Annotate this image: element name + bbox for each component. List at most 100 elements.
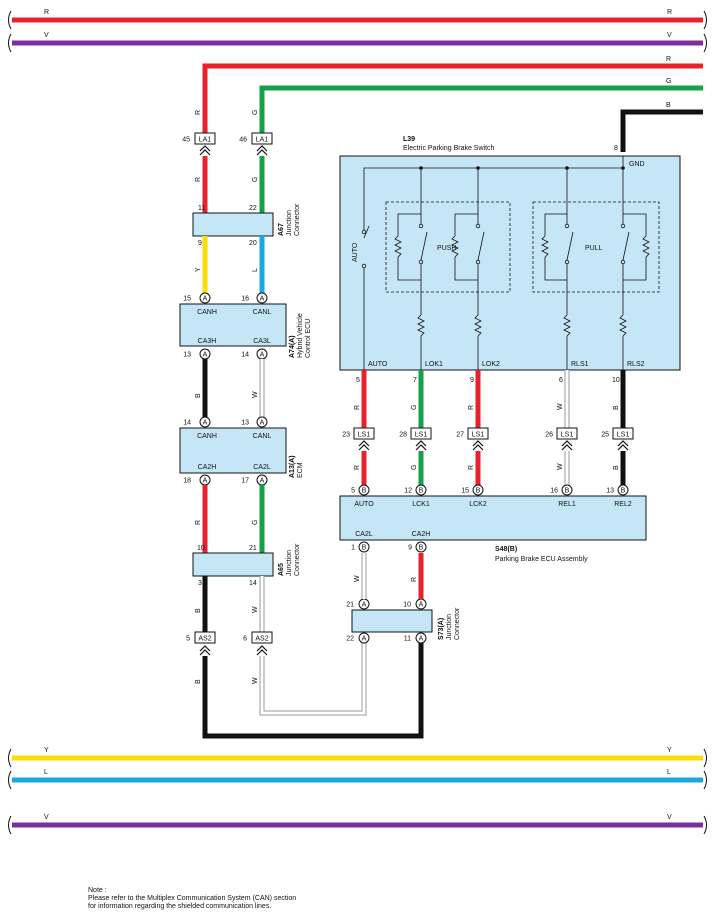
ecu-a13: A A 14 13 CANH CANL CA2H CA2L A A 18 17 … [179,416,304,486]
svg-text:R: R [354,405,361,410]
bus-top-v: V V [8,32,707,53]
svg-text:A: A [260,352,265,359]
svg-text:A67: A67 [278,223,285,236]
svg-text:G: G [411,465,418,470]
bus-bottom-v: V V [8,814,707,835]
svg-text:R: R [468,405,475,410]
svg-text:LCK1: LCK1 [412,501,430,508]
svg-text:A: A [260,296,265,303]
bus-label: R [667,9,672,16]
svg-text:B: B [362,488,367,495]
svg-text:B: B [613,465,620,470]
svg-text:Parking Brake ECU Assembly: Parking Brake ECU Assembly [495,556,588,563]
svg-text:R: R [195,520,202,525]
svg-text:LS1: LS1 [617,432,630,439]
svg-text:AUTO: AUTO [352,242,359,262]
svg-text:Y: Y [667,747,672,754]
bus-bottom-l: L L [8,769,707,790]
svg-text:RLS2: RLS2 [627,361,645,368]
svg-text:A: A [203,420,208,427]
wire-label: R [666,56,671,63]
svg-text:CA2H: CA2H [198,464,217,471]
wire-label: B [666,102,671,109]
svg-text:L: L [252,268,259,272]
l39-ls1-wires: R G R W B [354,370,626,428]
svg-text:CANL: CANL [253,433,272,440]
svg-text:ECM: ECM [297,462,304,478]
svg-text:REL1: REL1 [558,501,576,508]
svg-text:6: 6 [559,377,563,384]
svg-text:26: 26 [545,432,553,439]
junction-a65: 10 21 3 14 A65 Junction Connector [192,543,301,587]
bus-label: R [44,9,49,16]
svg-text:21: 21 [346,602,354,609]
ecu-a74: A A 15 16 CANH CANL CA3H CA3L A A 13 14 … [179,292,312,360]
svg-text:W: W [557,463,564,470]
connector-as2: AS2 5 AS2 6 [186,631,273,656]
svg-text:B: B [362,545,367,552]
svg-text:Connector: Connector [294,203,301,236]
ls1-s48-wires: R G R W B [354,451,626,485]
svg-text:LCK2: LCK2 [469,501,487,508]
svg-text:R: R [411,577,418,582]
svg-text:B: B [476,488,481,495]
svg-text:B: B [621,488,626,495]
svg-text:5: 5 [356,377,360,384]
wire-label: G [666,78,671,85]
ecu-s48: B B B B B 5 12 15 16 13 AUTO LCK1 LCK2 R… [339,484,647,563]
svg-text:LS1: LS1 [561,432,574,439]
svg-text:10: 10 [403,602,411,609]
svg-text:A65: A65 [278,563,285,576]
bus-top-r: R R [8,9,707,30]
svg-text:R: R [354,465,361,470]
svg-text:3: 3 [198,580,202,587]
svg-text:AS2: AS2 [198,636,211,643]
note-line: for information regarding the shielded c… [88,903,272,910]
svg-text:14: 14 [249,580,257,587]
svg-text:21: 21 [249,545,257,552]
svg-text:23: 23 [342,432,350,439]
svg-text:W: W [252,606,259,613]
svg-text:RLS1: RLS1 [571,361,589,368]
svg-text:Junction: Junction [446,614,453,640]
svg-text:B: B [419,545,424,552]
svg-text:22: 22 [249,205,257,212]
svg-text:13: 13 [183,352,191,359]
svg-text:CA3H: CA3H [198,338,217,345]
svg-text:22: 22 [346,636,354,643]
note-text: Note : Please refer to the Multiplex Com… [88,887,296,911]
feed-wires: R G B R G [195,56,703,152]
svg-text:17: 17 [241,478,249,485]
svg-text:PULL: PULL [585,245,603,252]
svg-text:L: L [667,769,671,776]
svg-text:13: 13 [606,488,614,495]
note-heading: Note : [88,887,107,894]
bus-bottom-y: Y Y [8,747,707,768]
svg-text:11: 11 [404,636,411,643]
svg-text:Junction: Junction [286,550,293,576]
svg-text:A: A [203,352,208,359]
svg-text:G: G [252,177,259,182]
svg-text:B: B [419,488,424,495]
svg-text:LS1: LS1 [358,432,371,439]
svg-text:B: B [195,393,202,398]
svg-text:LS1: LS1 [415,432,428,439]
svg-text:A: A [419,636,424,643]
svg-text:W: W [252,391,259,398]
svg-text:46: 46 [239,137,247,144]
svg-text:LA1: LA1 [256,137,269,144]
connector-ls1: LS1 LS1 LS1 LS1 LS1 23 28 27 26 25 [342,427,634,451]
junction-a67: 11 22 9 20 A67 Junction Connector [192,203,301,247]
svg-text:A74(A): A74(A) [289,335,296,358]
svg-text:L: L [44,769,48,776]
svg-text:W: W [252,677,259,684]
svg-text:LS1: LS1 [472,432,485,439]
svg-text:G: G [252,110,259,115]
svg-text:B: B [565,488,570,495]
svg-text:LOK2: LOK2 [482,361,500,368]
switch-l39: L39 Electric Parking Brake Switch 8 GND … [339,136,681,384]
bus-label: V [44,32,49,39]
svg-text:15: 15 [461,488,469,495]
svg-text:45: 45 [182,137,190,144]
svg-text:14: 14 [183,420,191,427]
